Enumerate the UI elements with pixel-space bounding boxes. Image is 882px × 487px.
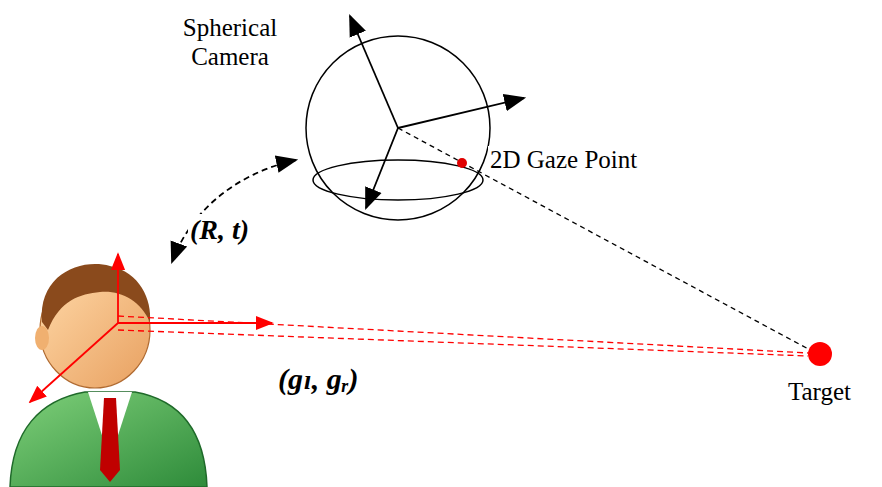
gaze-ray — [118, 330, 808, 356]
gaze-point-dot — [457, 158, 467, 168]
camera-axis — [366, 128, 398, 208]
tie — [100, 398, 120, 482]
pose-label: (R, t) — [188, 214, 251, 246]
spherical-camera — [306, 16, 524, 220]
sphere-equator — [313, 160, 483, 200]
target-label: Target — [786, 378, 853, 407]
camera-label: Spherical Camera — [158, 14, 302, 72]
target-dot — [808, 342, 832, 366]
head-axis — [117, 254, 119, 323]
camera-axis — [398, 98, 524, 128]
camera-axis — [350, 16, 398, 128]
camera-ray — [398, 128, 812, 351]
head-axes — [30, 254, 272, 402]
gaze-vector-label: (gₗ, gᵣ) — [276, 362, 360, 397]
gaze-point-label: 2D Gaze Point — [488, 146, 639, 175]
hair — [42, 264, 150, 330]
suit-body — [10, 392, 207, 487]
person-icon — [10, 264, 207, 487]
head-axis — [30, 323, 118, 402]
pose-arrow — [172, 160, 296, 262]
ear — [35, 326, 49, 350]
